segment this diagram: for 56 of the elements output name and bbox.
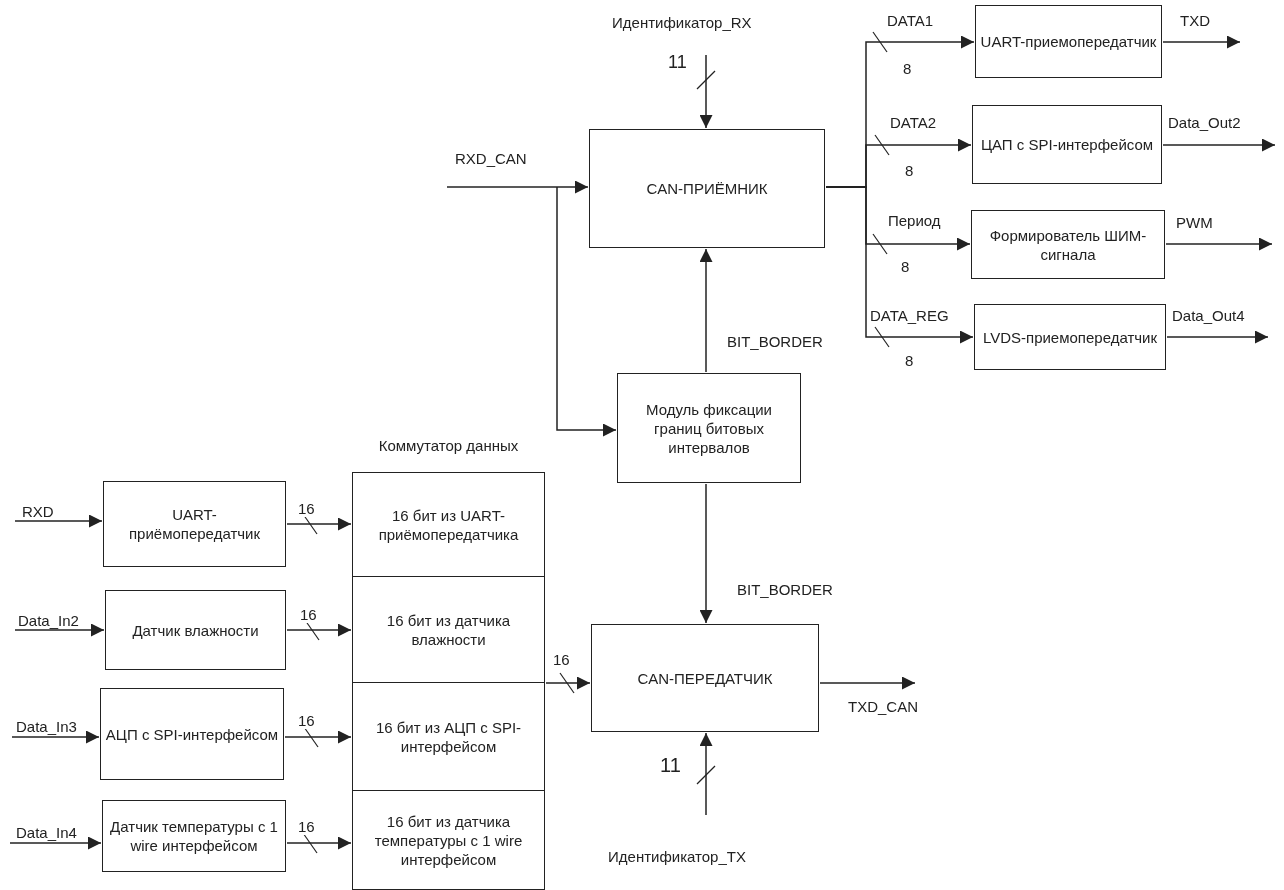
block-box [352, 682, 545, 791]
arrow [699, 54, 713, 129]
block-box [975, 5, 1162, 78]
block-box [102, 800, 286, 872]
block-label: АЦП с SPI-интерфейсом [104, 724, 280, 744]
block-box [971, 210, 1165, 279]
block-box [972, 105, 1162, 184]
arrow [556, 186, 617, 437]
arrow [284, 730, 352, 744]
arrow [11, 730, 100, 744]
block-label: CAN-ПРИЁМНИК [645, 179, 769, 198]
block-label: 16 бит из АЦП с SPI-интерфейсом [374, 717, 523, 756]
block-box [352, 576, 545, 683]
block-box [100, 688, 284, 780]
arrow [1162, 35, 1241, 49]
block-box [591, 624, 819, 732]
block-label: LVDS-приемопередатчик [981, 327, 1159, 347]
arrow [286, 836, 352, 850]
arrow [545, 676, 591, 690]
arrow [9, 836, 102, 850]
arrow [14, 623, 105, 637]
arrow [1166, 330, 1269, 344]
arrow [446, 180, 589, 194]
signal-label: Идентификатор_RX [612, 14, 752, 31]
block-label: Модуль фиксации границ битовых интервалов [645, 399, 773, 457]
arrow [699, 732, 713, 816]
block-label: Формирователь ШИМ-сигнала [988, 225, 1148, 264]
arrow [819, 676, 916, 690]
arrow [699, 248, 713, 373]
block-box [105, 590, 286, 670]
block-box [103, 481, 286, 567]
arrow [699, 483, 713, 624]
block-label: Датчик температуры с 1 wire интерфейсом [109, 817, 279, 855]
block-label: Датчик влажности [131, 620, 260, 640]
block-label: CAN-ПЕРЕДАТЧИК [636, 668, 774, 688]
arrow [286, 623, 352, 637]
block-heading: Коммутатор данных [377, 437, 520, 454]
signal-label: Идентификатор_TX [608, 848, 746, 865]
bus-width-label: 11 [660, 757, 681, 774]
arrow [14, 514, 103, 528]
block-label: 16 бит из датчика влажности [385, 610, 512, 649]
block-label: 16 бит из датчика температуры с 1 wire интерфейсом [373, 811, 524, 869]
block-box [617, 373, 801, 483]
arrow [1165, 237, 1273, 251]
block-box [589, 129, 825, 248]
arrow [1162, 138, 1276, 152]
block-label: 16 бит из UART-приёмопередатчика [377, 505, 520, 544]
arrow [825, 186, 974, 344]
bus-width-label: 11 [668, 54, 687, 71]
block-label: ЦАП с SPI-интерфейсом [979, 135, 1155, 154]
block-box [352, 472, 545, 577]
block-box [352, 790, 545, 890]
arrow [286, 517, 352, 531]
block-label: UART-приемопередатчик [979, 32, 1158, 51]
block-box [974, 304, 1166, 370]
block-label: UART-приёмопередатчик [127, 505, 262, 543]
